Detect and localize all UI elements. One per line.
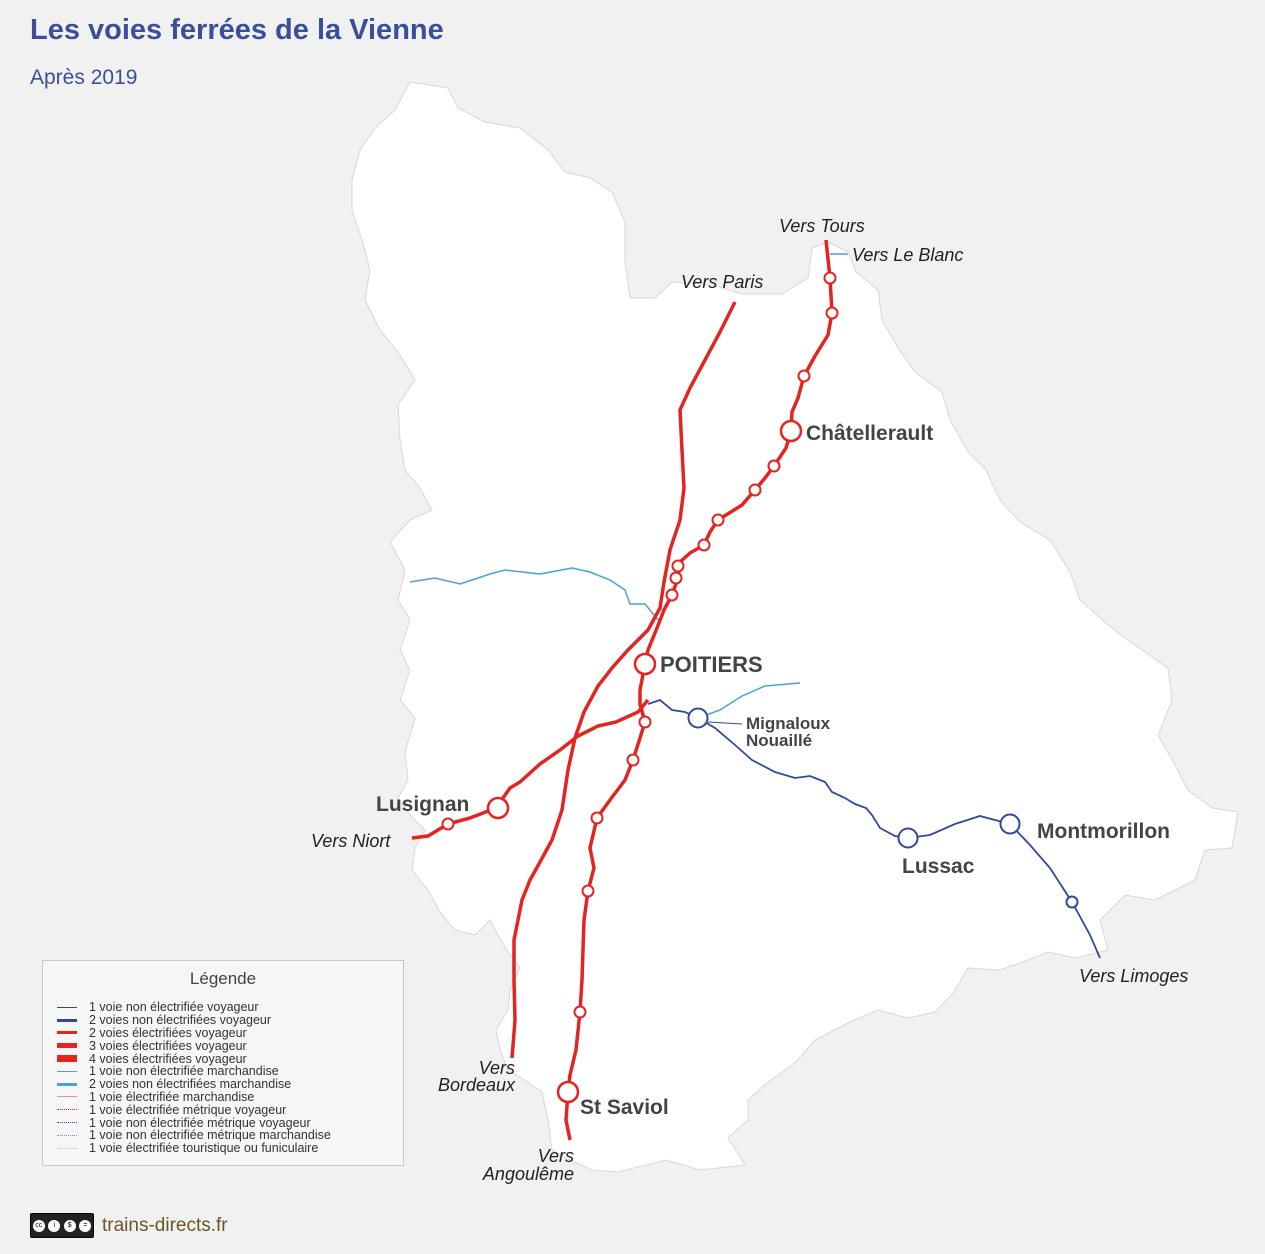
non-electrified-stations [687, 707, 1079, 909]
label-vers-le-blanc: Vers Le Blanc [852, 245, 963, 265]
legend-line-swatch [57, 1122, 77, 1124]
station-dot[interactable] [573, 1005, 587, 1019]
legend-item-label: 1 voie électrifiée marchandise [89, 1089, 255, 1104]
site-link[interactable]: trains-directs.fr [102, 1214, 228, 1236]
legend-line-swatch [57, 1070, 77, 1072]
label-vers-paris: Vers Paris [681, 272, 763, 292]
legend-title: Légende [189, 969, 257, 988]
station-dot[interactable] [697, 538, 711, 552]
label-vers-niort: Vers Niort [311, 831, 391, 851]
station-chatellerault[interactable] [779, 419, 803, 443]
cc-icon: cc [32, 1219, 45, 1232]
label-vers-bordeaux-1: Vers [479, 1058, 515, 1078]
station-dot[interactable] [665, 588, 679, 602]
station-dot[interactable] [669, 571, 683, 585]
station-montmorillon[interactable] [999, 813, 1021, 835]
station-dot[interactable] [671, 559, 685, 573]
legend-line-swatch [57, 1109, 77, 1111]
station-dot[interactable] [581, 884, 595, 898]
legend-item: 2 voies non électrifiées marchandise [43, 1077, 403, 1092]
legend-item-label: 2 voies non électrifiées marchandise [89, 1077, 292, 1092]
legend-item-label: 4 voies électrifiées voyageur [89, 1051, 247, 1066]
legend-item: 1 voie non électrifiée métrique marchand… [43, 1128, 403, 1143]
legend-item: 1 voie électrifiée marchandise [43, 1089, 403, 1104]
label-mignaloux: Mignaloux [746, 714, 831, 733]
by-icon: i [48, 1219, 61, 1232]
page-subtitle: Après 2019 [30, 66, 138, 89]
label-lussac: Lussac [902, 855, 975, 878]
label-nouaille: Nouaillé [746, 731, 812, 750]
legend-line-swatch [57, 1055, 77, 1063]
label-vers-tours: Vers Tours [779, 216, 865, 236]
mignaloux-leader [707, 721, 743, 725]
label-poitiers: POITIERS [660, 652, 763, 677]
legend-line-swatch [57, 1147, 77, 1149]
label-vers-limoges: Vers Limoges [1079, 966, 1188, 986]
station-dot[interactable] [797, 369, 811, 383]
legend-line-swatch [57, 1096, 77, 1098]
legend-line-swatch [57, 1082, 77, 1086]
label-chatellerault: Châtellerault [806, 422, 933, 445]
legend-item-label: 1 voie non électrifiée métrique marchand… [89, 1128, 331, 1143]
station-mignaloux[interactable] [687, 707, 709, 729]
label-vers-bordeaux-2: Bordeaux [438, 1075, 516, 1095]
legend-item-label: 1 voie non électrifiée voyageur [89, 1000, 259, 1015]
station-dot[interactable] [1065, 895, 1079, 909]
station-dot[interactable] [823, 271, 837, 285]
legend-item: 1 voie électrifiée métrique voyageur [43, 1102, 403, 1117]
electrified-stations [441, 271, 839, 1019]
line-paris-bordeaux-lgv [510, 301, 737, 1059]
vienne-department-shape [351, 81, 1239, 1173]
legend-item-label: 1 voie électrifiée touristique ou funicu… [89, 1141, 319, 1156]
footer: cc i $ = trains-directs.fr [30, 1213, 228, 1238]
cc-license-badge[interactable]: cc i $ = [30, 1213, 94, 1238]
legend-item-label: 2 voies électrifiées voyageur [89, 1026, 247, 1040]
station-dot[interactable] [825, 306, 839, 320]
legend-item-label: 2 voies non électrifiées voyageur [89, 1013, 272, 1028]
station-dot[interactable] [767, 459, 781, 473]
legend-item: 3 voies électrifiées voyageur [43, 1038, 403, 1053]
station-dot[interactable] [590, 811, 604, 825]
nd-icon: = [79, 1219, 92, 1232]
legend-item-label: 1 voie non électrifiée marchandise [89, 1064, 279, 1079]
nc-icon: $ [63, 1219, 76, 1232]
label-montmorillon: Montmorillon [1037, 820, 1170, 843]
station-poitiers[interactable] [633, 652, 657, 676]
label-vers-angouleme-1: Vers [538, 1146, 574, 1166]
legend-line-swatch [57, 1006, 77, 1008]
station-dot[interactable] [748, 483, 762, 497]
legend-item: 1 voie électrifiée touristique ou funicu… [43, 1141, 403, 1156]
legend-item: 1 voie non électrifiée marchandise [43, 1064, 403, 1079]
legend-item-label: 3 voies électrifiées voyageur [89, 1038, 247, 1053]
station-dot[interactable] [711, 513, 725, 527]
page-title: Les voies ferrées de la Vienne [30, 14, 444, 46]
legend-item: 2 voies électrifiées voyageur [43, 1026, 403, 1040]
station-lussac[interactable] [897, 827, 919, 849]
station-dot[interactable] [626, 753, 640, 767]
legend-item: 2 voies non électrifiées voyageur [43, 1013, 403, 1028]
freight-line-mignaloux [697, 682, 801, 719]
major-electrified-stations [486, 419, 803, 1104]
label-vers-angouleme-2: Angoulême [482, 1164, 574, 1184]
station-dot[interactable] [441, 817, 455, 831]
label-lusignan: Lusignan [376, 793, 469, 816]
legend-line-swatch [57, 1018, 77, 1022]
label-st-saviol: St Saviol [580, 1096, 669, 1119]
line-tours-poitiers [564, 239, 834, 1141]
station-st-saviol[interactable] [556, 1080, 580, 1104]
legend-item: 1 voie non électrifiée métrique voyageur [43, 1115, 403, 1130]
station-lusignan[interactable] [486, 796, 510, 820]
legend-item-label: 1 voie électrifiée métrique voyageur [89, 1102, 287, 1117]
legend-item: 4 voies électrifiées voyageur [43, 1051, 403, 1066]
legend-line-swatch [57, 1031, 77, 1035]
legend-line-swatch [57, 1134, 77, 1136]
legend-item: 1 voie non électrifiée voyageur [43, 1000, 403, 1015]
station-dot[interactable] [638, 715, 652, 729]
legend-line-swatch [57, 1043, 77, 1049]
freight-line-west [409, 567, 659, 621]
legend-item-label: 1 voie non électrifiée métrique voyageur [89, 1115, 311, 1130]
